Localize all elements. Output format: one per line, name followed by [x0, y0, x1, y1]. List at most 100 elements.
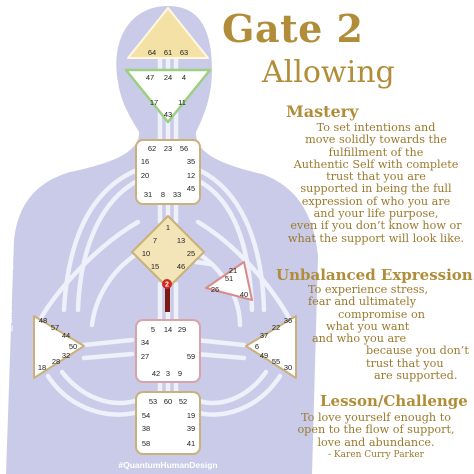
gate-number: 9: [178, 369, 182, 378]
gate-number: 59: [187, 352, 195, 361]
unbalanced-expression-text: To experience stress, fear and ultimatel…: [278, 283, 474, 383]
gate-number: 57: [51, 323, 59, 332]
text-line: even if you don’t know how or: [290, 219, 462, 233]
text-line: To experience stress,: [308, 283, 429, 296]
gate-number: 56: [180, 144, 188, 153]
text-line: expression of who you are: [301, 194, 451, 208]
gate-number: 16: [141, 157, 149, 166]
gate-number: 60: [164, 397, 172, 406]
gate-number: 33: [173, 190, 181, 199]
attribution: - Karen Curry Parker: [328, 449, 424, 460]
gate-number: 49: [260, 351, 268, 360]
gate-2-marker-label: 2: [165, 282, 169, 289]
mastery-text: To set intentions and move solidly towar…: [278, 121, 474, 245]
gate-number: 34: [141, 338, 149, 347]
lesson-challenge-heading: Lesson/Challenge: [320, 392, 468, 410]
gate-number: 50: [69, 342, 77, 351]
text-line: compromise on: [338, 307, 425, 321]
head-center: [127, 7, 209, 59]
gate-number: 35: [187, 157, 195, 166]
gate-number: 53: [149, 397, 157, 406]
throat-center: [135, 139, 201, 205]
gate-number: 17: [150, 98, 158, 107]
gate-number: 5: [151, 325, 155, 334]
gate-number: 40: [240, 290, 248, 299]
gate-number: 45: [187, 184, 195, 193]
bottom-watermark: #QuantumHumanDesign: [118, 460, 217, 470]
gate-number: 36: [284, 316, 292, 325]
gate-number: 14: [164, 325, 172, 334]
gate-number: 12: [187, 171, 195, 180]
solar-plexus-center: [245, 315, 297, 379]
gate-number: 8: [161, 190, 165, 199]
unbalanced-expression-heading: Unbalanced Expression: [276, 266, 473, 284]
gate-number: 26: [211, 285, 219, 294]
text-line: and who you are: [312, 332, 407, 346]
text-line: To set intentions and: [316, 121, 436, 134]
gate-number: 46: [177, 262, 185, 271]
gate-number: 39: [187, 424, 195, 433]
gate-number: 30: [284, 363, 292, 372]
gate-number: 1: [166, 223, 170, 232]
gate-number: 32: [62, 351, 70, 360]
text-line: and your life purpose,: [313, 207, 439, 221]
text-line: what the support will look like.: [287, 231, 465, 245]
lesson-challenge-text: To love yourself enough to open to the f…: [278, 411, 474, 461]
gate-number: 6: [255, 342, 259, 351]
ajna-center: [124, 68, 212, 124]
gate-number: 44: [62, 331, 70, 340]
gate-number: 61: [164, 48, 172, 57]
gate-number: 11: [178, 98, 186, 107]
gate-number: 25: [187, 249, 195, 258]
text-line: To love yourself enough to: [301, 411, 451, 424]
text-line: Authentic Self with complete: [293, 157, 459, 171]
text-line: are supported.: [374, 369, 458, 383]
text-line: trust that you are: [326, 170, 426, 184]
gate-title: Gate 2: [222, 6, 364, 51]
root-center: [135, 391, 201, 455]
gate-number: 58: [142, 439, 150, 448]
gate-number: 7: [153, 236, 157, 245]
gate-number: 38: [142, 424, 150, 433]
gate-number: 31: [144, 190, 152, 199]
gate-number: 3: [166, 369, 170, 378]
text-line: fear and ultimately: [308, 295, 417, 309]
text-line: because you don’t: [366, 344, 469, 358]
gate-2-marker: [162, 279, 172, 289]
gate-number: 55: [272, 357, 280, 366]
gate-number: 47: [146, 73, 154, 82]
gate-number: 41: [187, 439, 195, 448]
gate-numbers: 64 61 63 47 24 4 17 11 43 62 23 56 16 35…: [38, 48, 292, 448]
gate-number: 21: [229, 266, 237, 275]
gate-number: 18: [38, 363, 46, 372]
gate-number: 13: [177, 236, 185, 245]
gate-number: 22: [272, 323, 280, 332]
gate-number: 42: [152, 369, 160, 378]
text-line: fulfillment of the: [328, 145, 424, 159]
gate-number: 37: [260, 331, 268, 340]
gate-number: 15: [151, 262, 159, 271]
gate-number: 43: [164, 110, 172, 119]
text-line: open to the flow of support,: [297, 423, 455, 437]
gate-number: 52: [179, 397, 187, 406]
spleen-center: [33, 315, 85, 379]
gate-number: 24: [164, 73, 172, 82]
gate-number: 10: [142, 249, 150, 258]
gate-subtitle: Allowing: [262, 55, 395, 90]
text-panel: Gate 2 Allowing Mastery To set intention…: [222, 0, 474, 474]
gate-number: 54: [142, 411, 150, 420]
gate-number: 27: [141, 352, 149, 361]
text-line: what you want: [326, 319, 410, 333]
text-line: supported in being the full: [300, 182, 452, 196]
text-line: trust that you: [366, 356, 444, 370]
gate-number: 19: [187, 411, 195, 420]
gate-number: 4: [182, 73, 186, 82]
gate-number: 29: [178, 325, 186, 334]
sacral-center: [135, 319, 201, 383]
side-watermark: @understandinghumandesign: [4, 209, 14, 332]
gate-number: 23: [164, 144, 172, 153]
gate-number: 48: [39, 316, 47, 325]
gate-number: 63: [180, 48, 188, 57]
gate-number: 51: [225, 274, 233, 283]
